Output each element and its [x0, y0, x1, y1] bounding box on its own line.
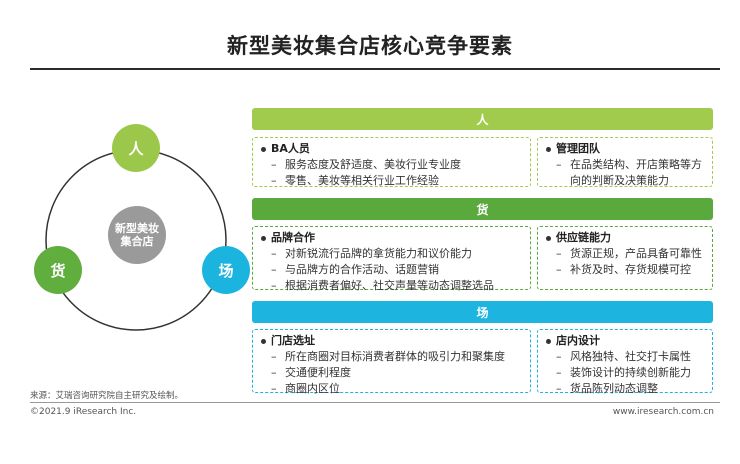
dash-icon: – — [271, 350, 277, 363]
box-heading: 供应链能力 — [556, 231, 611, 244]
footer-divider — [30, 402, 720, 403]
box-heading: 品牌合作 — [271, 231, 315, 244]
box-item: 货品陈列动态调整 — [570, 382, 658, 395]
node-center: 新型美妆集合店 — [108, 206, 166, 264]
box-supply-chain: 供应链能力 –货源正规，产品具备可靠性 –补货及时、存货规模可控 — [537, 226, 713, 290]
box-item: 根据消费者偏好、社交声量等动态调整选品 — [285, 279, 494, 292]
dash-icon: – — [556, 366, 562, 379]
dash-icon: – — [556, 263, 562, 276]
bullet-icon — [546, 338, 551, 344]
bullet-icon — [546, 146, 551, 152]
bullet-icon — [546, 235, 551, 241]
box-item: 零售、美妆等相关行业工作经验 — [285, 174, 439, 187]
band-person: 人 — [252, 108, 713, 130]
dash-icon: – — [271, 158, 277, 171]
page-title: 新型美妆集合店核心竞争要素 — [227, 34, 513, 58]
box-item: 在品类结构、开店策略等方向的判断及决策能力 — [570, 158, 702, 187]
title-divider — [30, 68, 720, 70]
box-item: 服务态度及舒适度、美妆行业专业度 — [285, 158, 461, 171]
box-item: 商圈内区位 — [285, 382, 340, 395]
dash-icon: – — [271, 174, 277, 187]
dash-icon: – — [271, 366, 277, 379]
dash-icon: – — [556, 158, 562, 171]
dash-icon: – — [271, 279, 277, 292]
box-item: 所在商圈对目标消费者群体的吸引力和聚集度 — [285, 350, 505, 363]
box-item: 货源正规，产品具备可靠性 — [570, 247, 702, 260]
people-goods-venue-diagram: 人 货 场 新型美妆集合店 — [0, 0, 250, 400]
box-brand-partnership: 品牌合作 –对新锐流行品牌的拿货能力和议价能力 –与品牌方的合作活动、话题营销 … — [252, 226, 531, 292]
box-heading: 管理团队 — [556, 142, 600, 155]
box-item: 与品牌方的合作活动、话题营销 — [285, 263, 439, 276]
source-note: 来源：艾瑞咨询研究院自主研究及绘制。 — [30, 391, 184, 401]
box-management-team: 管理团队 –在品类结构、开店策略等方向的判断及决策能力 — [537, 137, 713, 187]
dash-icon: – — [271, 382, 277, 395]
bullet-icon — [261, 146, 266, 152]
box-item: 交通便利程度 — [285, 366, 351, 379]
band-goods: 货 — [252, 198, 713, 220]
dash-icon: – — [556, 382, 562, 395]
node-goods: 货 — [34, 246, 82, 294]
dash-icon: – — [271, 263, 277, 276]
box-heading: 店内设计 — [556, 334, 600, 347]
box-item: 风格独特、社交打卡属性 — [570, 350, 691, 363]
box-item: 对新锐流行品牌的拿货能力和议价能力 — [285, 247, 472, 260]
box-item: 补货及时、存货规模可控 — [570, 263, 691, 276]
box-store-design: 店内设计 –风格独特、社交打卡属性 –装饰设计的持续创新能力 –货品陈列动态调整 — [537, 329, 713, 395]
node-venue: 场 — [202, 246, 250, 294]
website-link[interactable]: www.iresearch.com.cn — [612, 407, 714, 417]
dash-icon: – — [556, 350, 562, 363]
box-heading: 门店选址 — [271, 334, 315, 347]
band-venue: 场 — [252, 301, 713, 323]
diagram-ring — [45, 149, 227, 331]
box-item: 装饰设计的持续创新能力 — [570, 366, 691, 379]
dash-icon: – — [556, 247, 562, 260]
dash-icon: – — [271, 247, 277, 260]
bullet-icon — [261, 235, 266, 241]
node-person: 人 — [112, 124, 160, 172]
box-store-location: 门店选址 –所在商圈对目标消费者群体的吸引力和聚集度 –交通便利程度 –商圈内区… — [252, 329, 531, 395]
bullet-icon — [261, 338, 266, 344]
copyright: ©2021.9 iResearch Inc. — [30, 407, 137, 417]
box-ba-staff: BA人员 –服务态度及舒适度、美妆行业专业度 –零售、美妆等相关行业工作经验 — [252, 137, 531, 187]
box-heading: BA人员 — [271, 142, 310, 155]
